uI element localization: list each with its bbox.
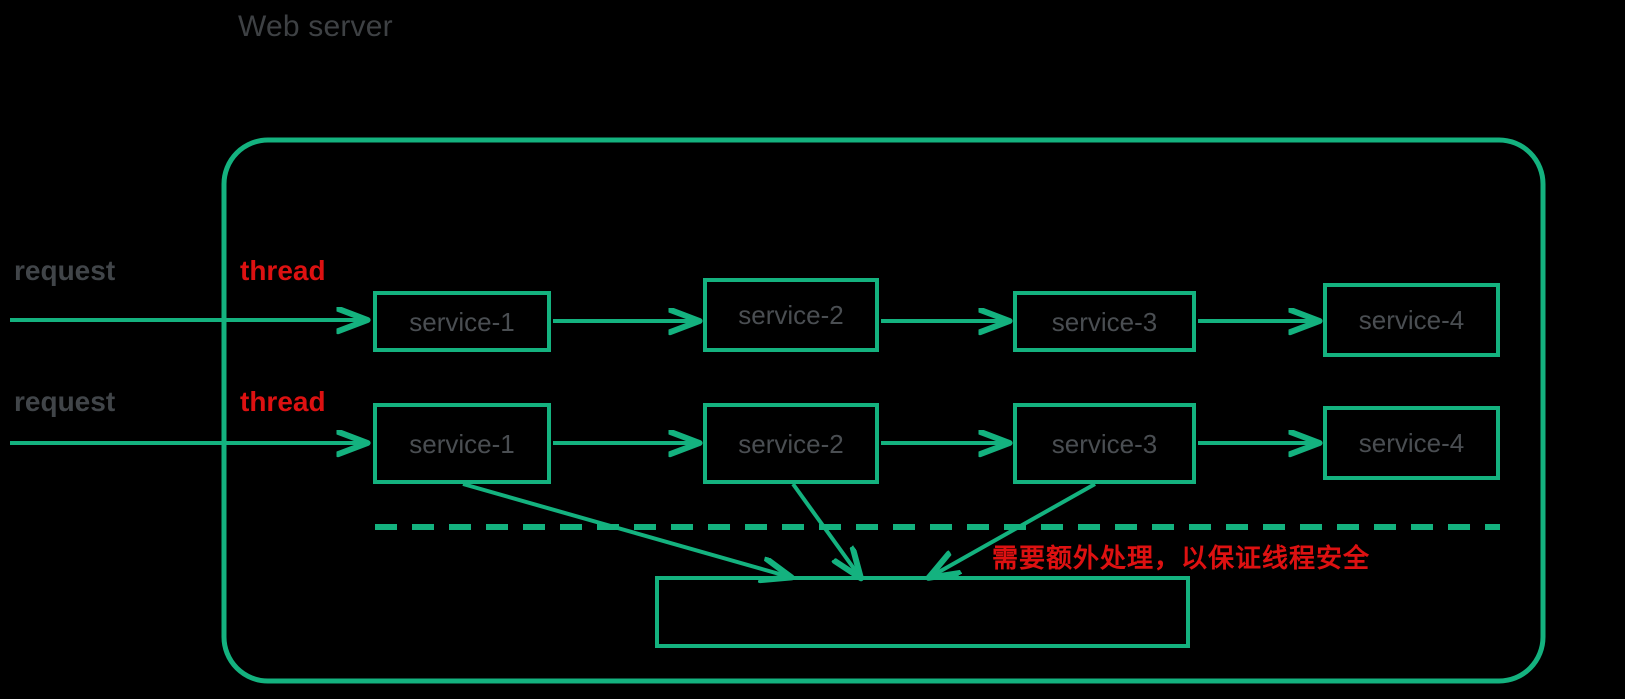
service-box-label: service-1 [409, 428, 515, 459]
service-box-label: service-2 [738, 428, 844, 459]
service-box-row1-service-3[interactable]: service-3 [1013, 291, 1196, 352]
shared-arrow-from-r2-s1 [462, 482, 790, 577]
service-box-row2-service-1[interactable]: service-1 [373, 403, 551, 484]
shared-arrow-from-r2-s2 [791, 482, 860, 577]
thread-label-2: thread [240, 386, 326, 417]
request-label-2: request [14, 386, 116, 417]
service-box-label: service-3 [1051, 428, 1158, 459]
request-label-1: request [14, 255, 116, 286]
page-title: Web server [238, 10, 393, 43]
service-box-row1-service-1[interactable]: service-1 [373, 291, 551, 352]
shared-resource-box[interactable] [655, 576, 1190, 648]
service-box-label: service-4 [1358, 305, 1465, 335]
thread-safety-annotation: 需要额外处理，以保证线程安全 [992, 544, 1371, 574]
service-box-label: service-3 [1051, 306, 1158, 337]
service-box-row1-service-2[interactable]: service-2 [703, 278, 879, 352]
service-box-row1-service-4[interactable]: service-4 [1323, 283, 1500, 357]
service-box-row2-service-4[interactable]: service-4 [1323, 406, 1500, 480]
web-server-container [221, 137, 1546, 684]
service-box-row2-service-2[interactable]: service-2 [703, 403, 879, 484]
service-box-label: service-4 [1358, 428, 1465, 458]
service-box-label: service-1 [409, 306, 515, 337]
service-box-row2-service-3[interactable]: service-3 [1013, 403, 1196, 484]
shared-arrow-from-r2-s3 [930, 482, 1096, 577]
thread-label-1: thread [240, 255, 326, 286]
service-box-label: service-2 [738, 300, 844, 330]
